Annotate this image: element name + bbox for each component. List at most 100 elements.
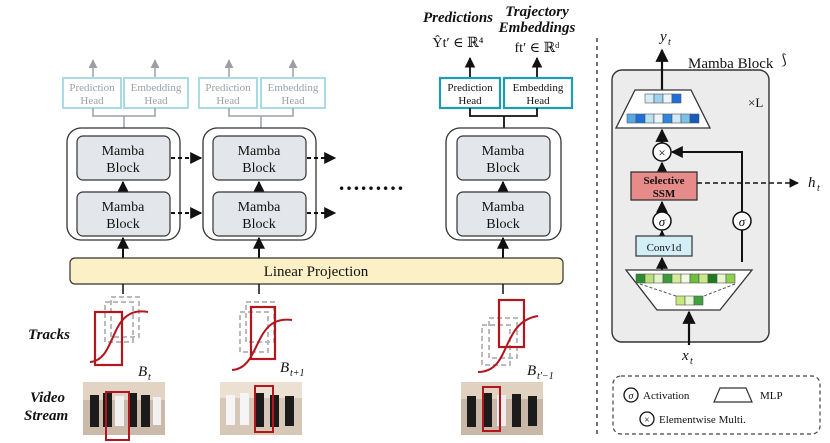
legend-mlp: MLP: [760, 390, 783, 402]
block-label: Mamba: [482, 144, 526, 159]
block-label: Mamba: [238, 200, 282, 215]
legend-sigma: σ: [629, 391, 635, 402]
column-1: Prediction Head Embedding Head Mamba Blo…: [62, 59, 203, 258]
activation-node: [732, 211, 752, 231]
box-label: B: [138, 364, 147, 380]
head-label: Head: [144, 95, 168, 107]
ellipsis: ………: [338, 170, 404, 195]
hidden-label: h: [808, 175, 816, 191]
embedding-cells-bottom-row: [675, 295, 704, 306]
mamba-block: [76, 135, 171, 181]
block-label: Block: [242, 217, 275, 232]
selective-ssm: [630, 171, 698, 201]
trajectory-curve: [89, 310, 149, 363]
head-label: Prediction: [69, 82, 115, 94]
track-group-3: B t′−1: [477, 298, 554, 382]
box-label-sub: t′−1: [537, 371, 554, 382]
conv-label: Conv1d: [647, 242, 682, 254]
trajectory-title: Trajectory: [505, 4, 569, 20]
track-group-1: B t: [89, 296, 151, 383]
block-label: Block: [106, 217, 139, 232]
head-label: Head: [80, 95, 104, 107]
bbox: [482, 386, 501, 432]
mamba-detail-title: Mamba Block: [688, 56, 774, 72]
output-label: y: [658, 29, 667, 45]
mamba-block: [76, 191, 171, 237]
multiply-legend-icon: [639, 411, 655, 427]
predictions-math: Ŷt′ ∈ ℝ⁴: [433, 34, 484, 51]
head-label: Embedding: [268, 82, 319, 94]
ssm-label: SSM: [653, 188, 676, 200]
ssm-label: Selective: [644, 175, 685, 187]
embeddings-title: Embeddings: [498, 20, 576, 36]
bbox: [254, 385, 274, 433]
embedding-cells-top-row: [635, 273, 736, 284]
input-label-sub: t: [690, 356, 693, 367]
mamba-block: [212, 191, 307, 237]
box-label: B: [527, 363, 536, 379]
linear-projection-label: Linear Projection: [264, 264, 369, 280]
input-label: x: [681, 348, 689, 364]
multiply-symbol: ×: [658, 145, 665, 160]
mamba-block: [212, 135, 307, 181]
embedding-head: [502, 76, 574, 110]
bbox: [93, 310, 124, 367]
embedding-cells-top: [626, 93, 700, 124]
column-3: Prediction Head Embedding Head Mamba Blo…: [438, 56, 574, 258]
head-label: Head: [281, 95, 305, 107]
bbox: [105, 391, 130, 441]
block-label: Mamba: [102, 200, 146, 215]
video-label: Video: [30, 390, 65, 406]
column-2: Prediction Head Embedding Head Mamba Blo…: [198, 59, 337, 258]
conv1d: [635, 235, 693, 257]
box-label-sub: t: [148, 372, 151, 383]
legend: σ Activation MLP × Elementwise Multi.: [612, 375, 821, 435]
trajectory-math: ft′ ∈ ℝᵈ: [515, 41, 561, 56]
block-label: Mamba: [482, 200, 526, 215]
repeat-label: ×L: [748, 95, 763, 110]
tracks-label: Tracks: [28, 327, 70, 343]
bbox: [249, 305, 277, 361]
activation-legend-icon: [623, 387, 639, 403]
head-label: Head: [458, 95, 482, 107]
block-label: Block: [486, 217, 519, 232]
trajectory-curve: [231, 318, 293, 371]
head-label: Head: [216, 95, 240, 107]
mlp-legend-icon: [713, 387, 753, 403]
output-label-sub: t: [668, 37, 671, 48]
sigma-symbol: σ: [739, 214, 746, 229]
legend-box: [612, 375, 821, 435]
stream-label: Stream: [24, 408, 68, 424]
head-label: Embedding: [513, 82, 564, 94]
video-frame-2: [220, 382, 302, 435]
block-label: Block: [242, 161, 275, 176]
prediction-head-faded: [198, 77, 258, 109]
head-label: Prediction: [447, 82, 493, 94]
mamba-block: [456, 135, 551, 181]
head-label: Head: [526, 95, 550, 107]
box-label-sub: t+1: [290, 368, 305, 379]
legend-multiply-symbol: ×: [644, 415, 650, 426]
mamba-detail: Mamba Block ⟆ ×L y t × Selec: [611, 29, 820, 367]
linear-projection-bar: [69, 257, 564, 285]
prediction-head-faded: [62, 77, 122, 109]
head-label: Embedding: [131, 82, 182, 94]
predictions-title: Predictions: [423, 10, 493, 26]
embedding-head-faded: [123, 77, 189, 109]
block-label: Mamba: [238, 144, 282, 159]
sigma-symbol: σ: [659, 214, 666, 229]
block-label: Block: [106, 161, 139, 176]
legend-multiply: Elementwise Multi.: [659, 414, 746, 426]
legend-activation: Activation: [643, 390, 690, 402]
bbox: [497, 298, 526, 349]
snake-icon: ⟆: [781, 53, 786, 68]
video-frame-3: [461, 382, 543, 435]
block-label: Mamba: [102, 144, 146, 159]
head-label: Prediction: [205, 82, 251, 94]
track-group-2: B t+1: [231, 301, 305, 379]
box-label: B: [280, 360, 289, 376]
block-label: Block: [486, 161, 519, 176]
video-frame-1: [83, 382, 165, 441]
hidden-label-sub: t: [817, 183, 820, 194]
